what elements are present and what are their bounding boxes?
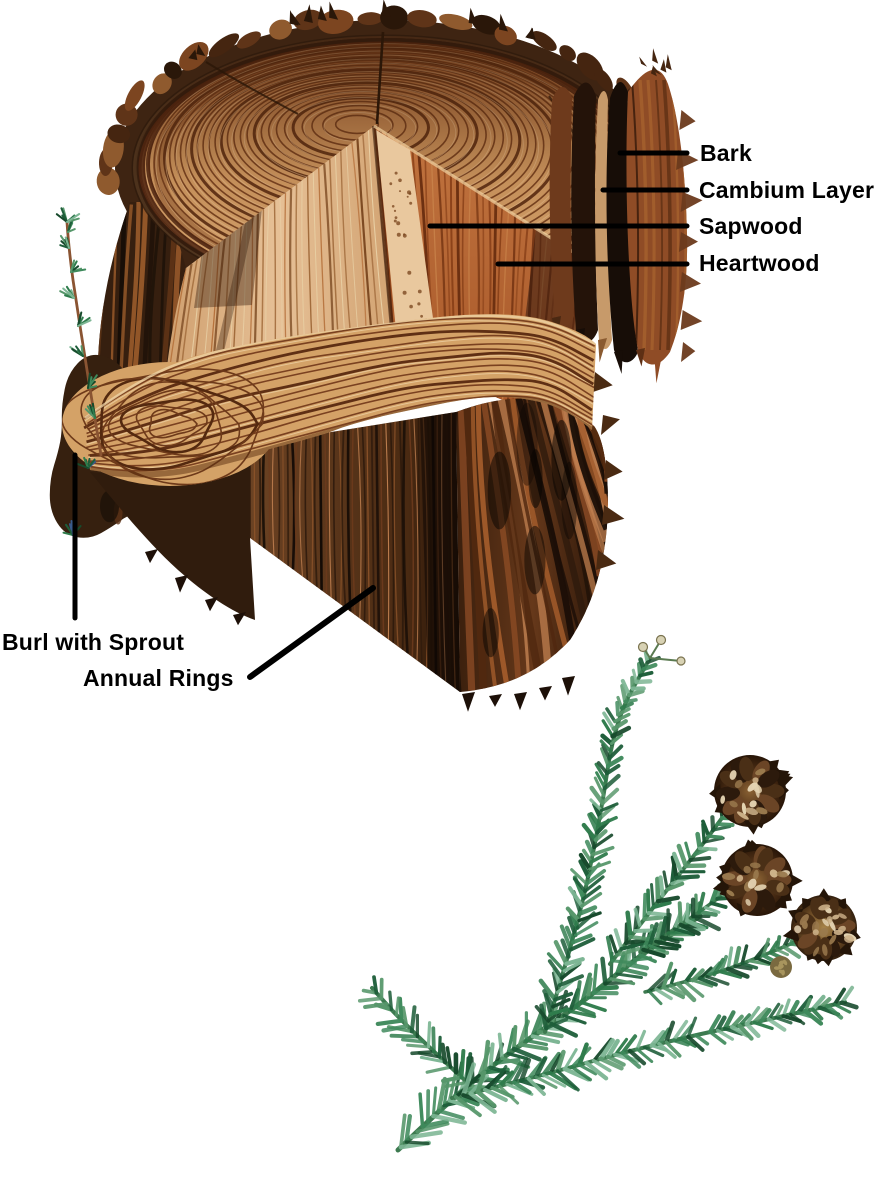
- lower-block-face: [250, 412, 460, 692]
- redwood-cone: [782, 888, 861, 967]
- redwood-cone: [712, 839, 803, 917]
- burl-sprout: [55, 207, 103, 536]
- conifer-branch: [357, 634, 861, 1153]
- label-bark: Bark: [700, 140, 752, 166]
- small-cone-bud: [770, 956, 792, 978]
- tree-stump: [49, 0, 703, 712]
- annual-rings-leader-line: [247, 585, 376, 680]
- leader-lines: [72, 150, 690, 680]
- redwood-cone: [709, 755, 794, 835]
- lower-bark: [456, 372, 625, 712]
- label-annual-rings: Annual Rings: [83, 665, 234, 691]
- label-heartwood: Heartwood: [699, 250, 820, 276]
- label-cambium-layer: Cambium Layer: [699, 177, 875, 203]
- bark-flare: [549, 48, 703, 384]
- label-sapwood: Sapwood: [699, 213, 803, 239]
- label-burl-with-sprout: Burl with Sprout: [2, 629, 185, 655]
- branch-tip-buds: [637, 634, 686, 666]
